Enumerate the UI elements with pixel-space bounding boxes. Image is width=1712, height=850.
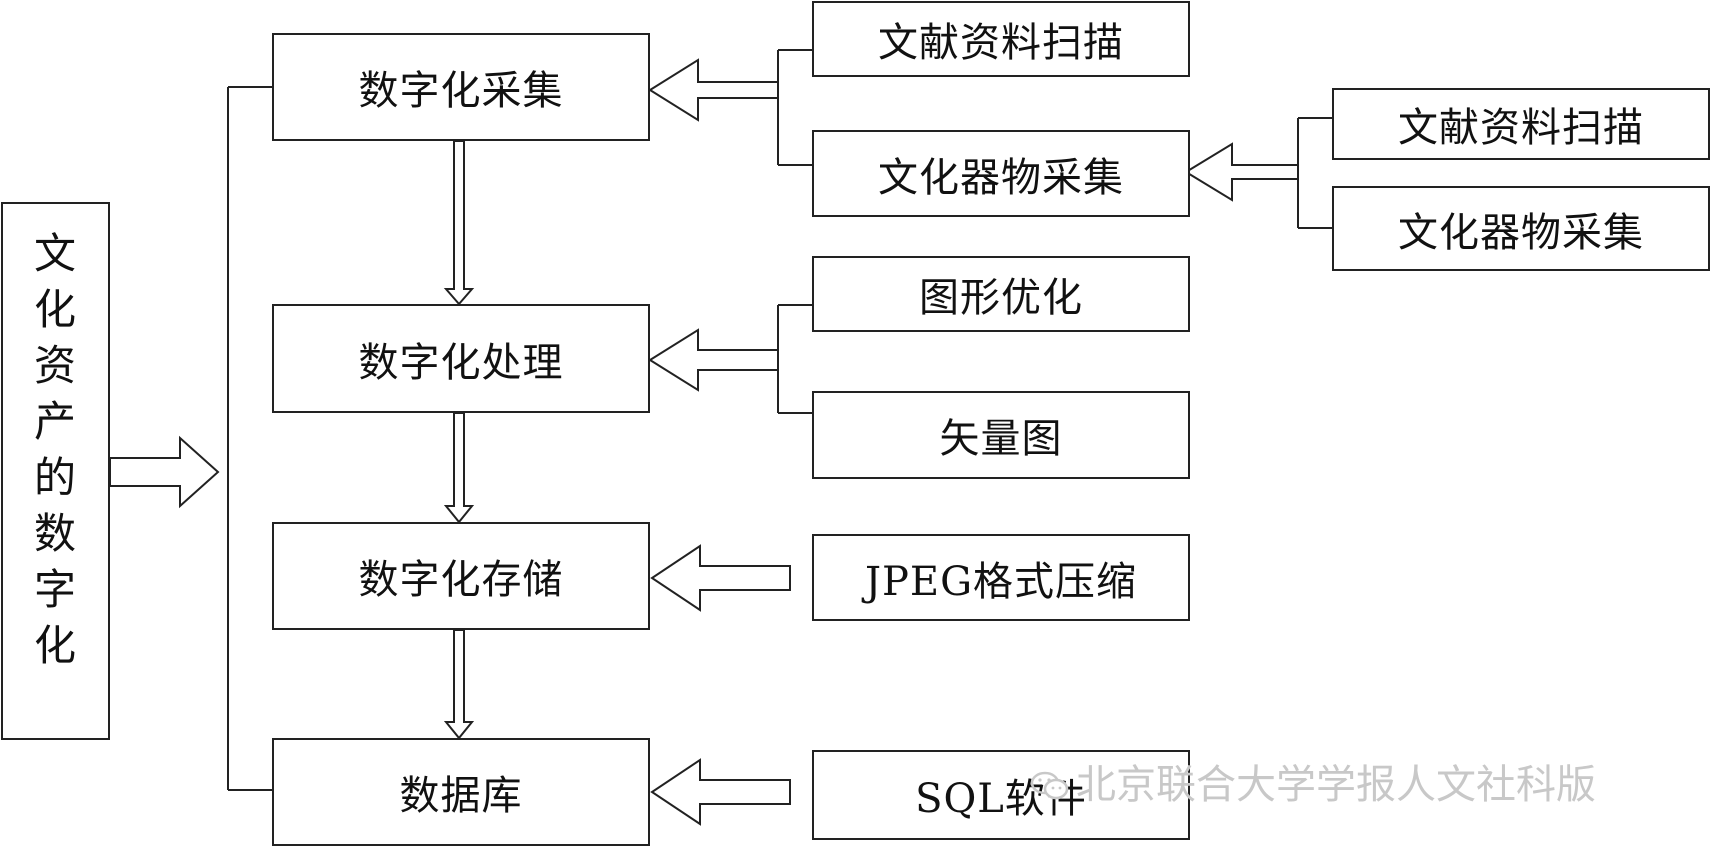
input-graphic-optimization: 图形优化 [812, 256, 1190, 332]
arrow-root-to-stages [109, 435, 220, 509]
root-char: 数 [33, 509, 77, 558]
arrow-collect-to-process [443, 140, 475, 306]
root-node-cultural-asset-digitization: 文 化 资 产 的 数 字 化 [1, 202, 110, 740]
input-artifact-collection-sub: 文化器物采集 [1332, 186, 1710, 271]
wechat-icon [1030, 766, 1070, 800]
arrow-to-process [648, 328, 779, 392]
root-char: 资 [33, 341, 77, 390]
watermark-text: 北京联合大学学报人文社科版 [1076, 762, 1596, 808]
input-document-scan-sub: 文献资料扫描 [1332, 88, 1710, 160]
input-artifact-collection: 文化器物采集 [812, 130, 1190, 217]
input-jpeg-compression: JPEG格式压缩 [812, 534, 1190, 621]
arrow-store-to-database [443, 629, 475, 740]
root-char: 产 [33, 397, 77, 446]
arrow-to-collect [648, 58, 779, 122]
root-char: 的 [33, 453, 77, 502]
root-char: 化 [33, 621, 77, 670]
stage-collect: 数字化采集 [272, 33, 650, 141]
arrow-to-store [650, 544, 791, 612]
stage-store: 数字化存储 [272, 522, 650, 630]
arrow-to-database [650, 758, 791, 826]
input-document-scan: 文献资料扫描 [812, 1, 1190, 77]
arrow-to-artifact [1184, 142, 1299, 202]
input-sql-software: SQL软件 [812, 750, 1190, 840]
root-char: 文 [33, 229, 77, 278]
input-vector-graphic: 矢量图 [812, 391, 1190, 479]
root-char: 化 [33, 285, 77, 334]
watermark: 北京联合大学学报人文社科版 [1030, 752, 1596, 810]
arrow-process-to-store [443, 412, 475, 524]
stage-database: 数据库 [272, 738, 650, 846]
root-char: 字 [33, 565, 77, 614]
stage-process: 数字化处理 [272, 304, 650, 413]
